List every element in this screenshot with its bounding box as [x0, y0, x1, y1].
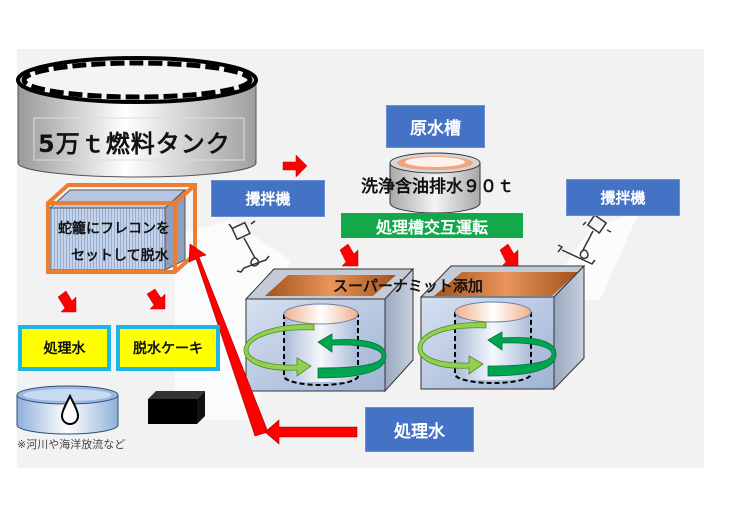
water-drop-icon	[60, 393, 80, 425]
treated-water-output-label: 処理水	[43, 341, 86, 357]
net-box-label-line2: セットして脱水	[71, 248, 169, 264]
return-arrow-horizontal	[264, 419, 358, 445]
alternate-operation-box: 処理槽交互運転	[341, 213, 523, 238]
mixer-left-icon	[228, 220, 270, 273]
discharge-note: ※河川や海洋放流など	[17, 438, 126, 451]
arrow-down-left-1	[57, 290, 77, 313]
raw-water-tank-label: 原水槽	[410, 119, 461, 139]
arrow-down-left-tank	[339, 243, 359, 267]
mixer-right-label-box: 攪拌機	[566, 179, 680, 216]
raw-water-tank-icon	[389, 152, 481, 214]
additive-label: スーパーナミット添加	[333, 277, 483, 295]
fuel-tank-icon	[16, 56, 258, 178]
treated-water-output-box: 処理水	[18, 325, 111, 371]
rotation-arrow-light	[243, 323, 315, 377]
raw-water-content-label: 洗浄含油排水９０ｔ	[361, 177, 514, 197]
dehydrated-cake-box: 脱水ケーキ	[116, 325, 220, 371]
rotation-arrow-dark	[317, 333, 387, 379]
return-water-box: 処理水	[365, 407, 474, 452]
rotation-arrow-light	[417, 321, 487, 375]
net-box-label-line1: 蛇籠にフレコンを	[58, 221, 170, 237]
mixer-right-label: 攪拌機	[600, 189, 646, 207]
mixer-left-label: 攪拌機	[245, 190, 291, 208]
arrow-down-left-2	[146, 288, 166, 310]
mixer-right-icon	[557, 214, 612, 265]
return-water-label: 処理水	[394, 422, 445, 442]
treatment-tank-left-icon	[243, 267, 415, 393]
dehydrated-cake-label: 脱水ケーキ	[133, 341, 203, 357]
cake-block-icon	[148, 391, 205, 424]
rotation-arrow-dark	[487, 331, 557, 377]
alternate-operation-label: 処理槽交互運転	[375, 217, 488, 237]
arrow-right-small	[282, 154, 308, 178]
net-box-icon	[46, 183, 197, 274]
raw-water-tank-label-box: 原水槽	[386, 105, 485, 148]
mixer-left-label-box: 攪拌機	[211, 180, 325, 217]
fuel-tank-label: 5万ｔ燃料タンク	[38, 130, 231, 158]
return-arrow-diagonal	[188, 243, 269, 437]
treatment-tank-right-icon	[417, 264, 586, 391]
arrow-down-right-tank	[499, 243, 519, 267]
water-basin-icon	[16, 385, 119, 435]
